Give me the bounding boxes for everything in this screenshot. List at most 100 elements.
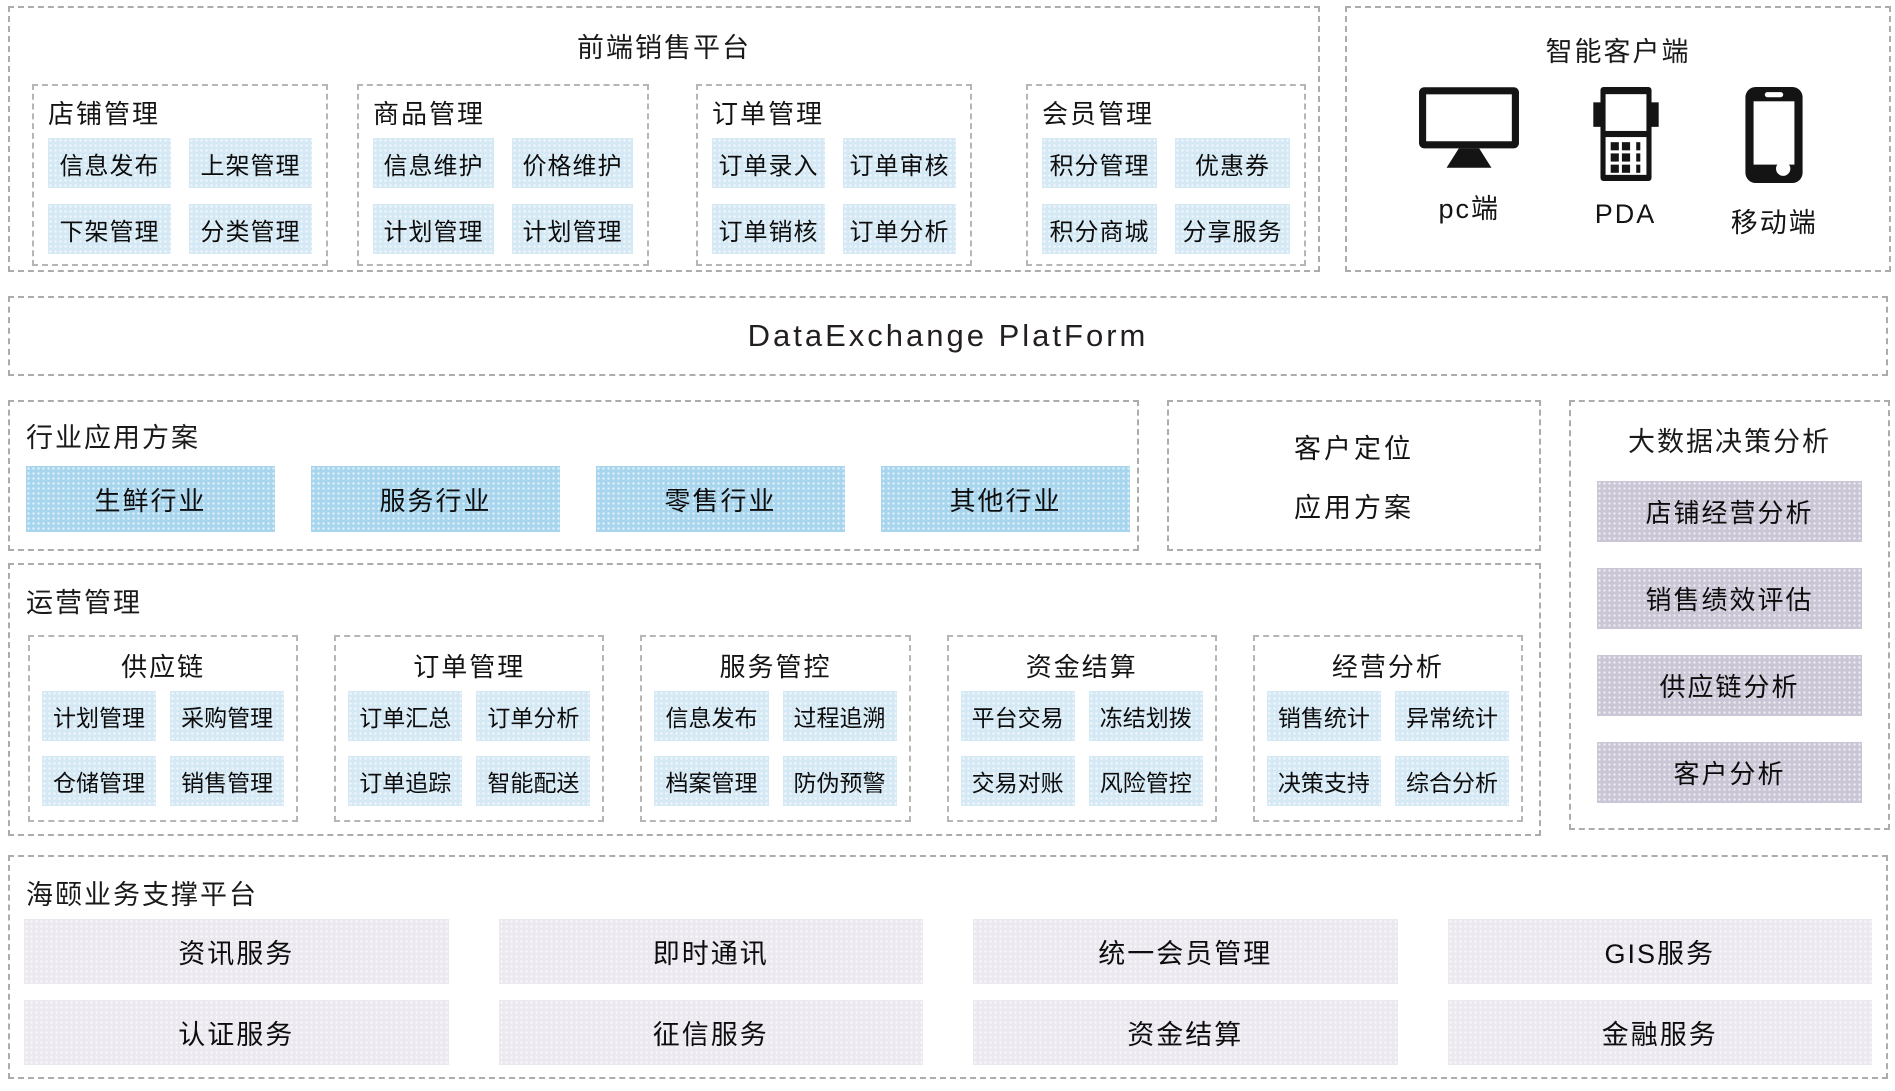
operations-chip: 综合分析 [1394, 756, 1510, 806]
operations-chip: 销售管理 [170, 756, 285, 806]
operations-chip: 决策支持 [1266, 756, 1381, 806]
group-items: 信息维护 价格维护 计划管理 计划管理 [373, 138, 633, 254]
group-title: 经营分析 [1331, 652, 1444, 682]
store-management-group: 店铺管理 信息发布 上架管理 下架管理 分类管理 [32, 84, 328, 266]
smartphone-icon [1744, 86, 1804, 189]
frontend-chip: 订单审核 [843, 138, 956, 188]
operations-chip: 销售统计 [1266, 691, 1381, 741]
operations-chip: 冻结划拨 [1088, 691, 1203, 741]
operations-chip: 订单分析 [476, 691, 591, 741]
group-items: 计划管理 采购管理 仓储管理 销售管理 [42, 691, 285, 806]
support-panel-title: 海颐业务支撑平台 [26, 880, 258, 910]
service-chip: GIS服务 [1447, 919, 1872, 984]
data-exchange-platform-bar: DataExchange PlatForm [8, 296, 1888, 376]
operations-chip: 过程追溯 [782, 691, 897, 741]
frontend-chip: 计划管理 [373, 204, 494, 254]
member-management-group: 会员管理 积分管理 优惠券 积分商城 分享服务 [1026, 84, 1306, 266]
analysis-chip: 销售绩效评估 [1597, 568, 1862, 629]
frontend-chip: 上架管理 [189, 138, 312, 188]
group-title: 订单管理 [413, 652, 526, 682]
group-title: 服务管控 [719, 652, 832, 682]
device-list: pc端 [1347, 86, 1889, 260]
frontend-chip: 积分管理 [1042, 138, 1157, 188]
frontend-sales-platform-panel: 前端销售平台 店铺管理 信息发布 上架管理 下架管理 分类管理 商品管理 信息维… [8, 6, 1320, 272]
group-items: 信息发布 过程追溯 档案管理 防伪预警 [654, 691, 897, 806]
business-analysis-group: 经营分析 销售统计 异常统计 决策支持 综合分析 [1252, 635, 1524, 822]
operations-groups: 供应链 计划管理 采购管理 仓储管理 销售管理 订单管理 订单汇总 订单分析 订… [28, 635, 1524, 822]
frontend-chip: 分类管理 [189, 204, 312, 254]
frontend-chip: 分享服务 [1175, 204, 1290, 254]
service-chip: 资金结算 [973, 1000, 1398, 1065]
frontend-chip: 计划管理 [512, 204, 633, 254]
group-items: 销售统计 异常统计 决策支持 综合分析 [1266, 691, 1510, 806]
industry-panel-title: 行业应用方案 [26, 423, 200, 453]
device-label: 移动端 [1730, 208, 1818, 238]
industry-chip: 服务行业 [311, 466, 560, 532]
operations-chip: 订单汇总 [348, 691, 463, 741]
big-data-panel-title: 大数据决策分析 [1628, 427, 1831, 457]
operations-panel-title: 运营管理 [26, 588, 142, 618]
frontend-chip: 信息发布 [48, 138, 171, 188]
frontend-chip: 订单销核 [712, 204, 825, 254]
group-title: 资金结算 [1025, 652, 1138, 682]
group-title: 供应链 [121, 652, 206, 682]
operations-chip: 档案管理 [654, 756, 769, 806]
big-data-analysis-panel: 大数据决策分析 店铺经营分析 销售绩效评估 供应链分析 客户分析 [1569, 400, 1890, 830]
industry-chip: 其他行业 [881, 466, 1130, 532]
service-control-group: 服务管控 信息发布 过程追溯 档案管理 防伪预警 [640, 635, 911, 822]
frontend-chip: 价格维护 [512, 138, 633, 188]
operations-chip: 平台交易 [960, 691, 1075, 741]
smart-client-title: 智能客户端 [1545, 37, 1691, 67]
operations-chip: 信息发布 [654, 691, 769, 741]
group-title: 店铺管理 [48, 99, 161, 129]
group-items: 信息发布 上架管理 下架管理 分类管理 [48, 138, 312, 254]
industry-solutions-panel: 行业应用方案 生鲜行业 服务行业 零售行业 其他行业 [8, 400, 1139, 551]
operations-chip: 仓储管理 [42, 756, 157, 806]
order-management-group: 订单管理 订单录入 订单审核 订单销核 订单分析 [696, 84, 972, 266]
service-chip: 资讯服务 [24, 919, 449, 984]
operations-chip: 风险管控 [1088, 756, 1203, 806]
group-items: 订单汇总 订单分析 订单追踪 智能配送 [348, 691, 591, 806]
device-pda: PDA [1592, 86, 1660, 230]
industry-items: 生鲜行业 服务行业 零售行业 其他行业 [26, 466, 1130, 532]
device-label: pc端 [1438, 194, 1501, 224]
operations-chip: 订单追踪 [348, 756, 463, 806]
big-data-items: 店铺经营分析 销售绩效评估 供应链分析 客户分析 [1597, 481, 1862, 803]
group-title: 会员管理 [1042, 99, 1155, 129]
service-chip: 征信服务 [498, 1000, 923, 1065]
smart-client-panel: 智能客户端 pc端 [1345, 6, 1891, 272]
customer-positioning-line1: 客户定位 [1294, 433, 1414, 464]
desktop-icon [1418, 86, 1520, 175]
group-title: 订单管理 [712, 99, 825, 129]
industry-chip: 生鲜行业 [26, 466, 275, 532]
service-chip: 认证服务 [24, 1000, 449, 1065]
device-mobile: 移动端 [1731, 86, 1818, 240]
frontend-chip: 订单分析 [843, 204, 956, 254]
device-pc: pc端 [1418, 86, 1520, 226]
frontend-chip: 积分商城 [1042, 204, 1157, 254]
customer-positioning-line2: 应用方案 [1294, 492, 1414, 523]
supply-chain-group: 供应链 计划管理 采购管理 仓储管理 销售管理 [28, 635, 299, 822]
frontend-chip: 信息维护 [373, 138, 494, 188]
operations-chip: 计划管理 [42, 691, 157, 741]
device-label: PDA [1594, 199, 1657, 229]
operations-chip: 防伪预警 [782, 756, 897, 806]
operations-management-panel: 运营管理 供应链 计划管理 采购管理 仓储管理 销售管理 订单管理 订单汇总 订… [8, 563, 1541, 836]
service-chip: 金融服务 [1447, 1000, 1872, 1065]
analysis-chip: 客户分析 [1597, 742, 1862, 803]
operations-chip: 交易对账 [960, 756, 1075, 806]
operations-chip: 采购管理 [170, 691, 285, 741]
analysis-chip: 供应链分析 [1597, 655, 1862, 716]
analysis-chip: 店铺经营分析 [1597, 481, 1862, 542]
group-items: 平台交易 冻结划拨 交易对账 风险管控 [960, 691, 1203, 806]
group-items: 积分管理 优惠券 积分商城 分享服务 [1042, 138, 1290, 254]
frontend-chip: 下架管理 [48, 204, 171, 254]
product-management-group: 商品管理 信息维护 价格维护 计划管理 计划管理 [357, 84, 649, 266]
operations-chip: 异常统计 [1394, 691, 1510, 741]
customer-positioning-panel: 客户定位 应用方案 [1167, 400, 1541, 551]
fund-settlement-group: 资金结算 平台交易 冻结划拨 交易对账 风险管控 [946, 635, 1217, 822]
group-title: 商品管理 [373, 99, 486, 129]
operations-chip: 智能配送 [476, 756, 591, 806]
pda-icon [1592, 86, 1660, 187]
